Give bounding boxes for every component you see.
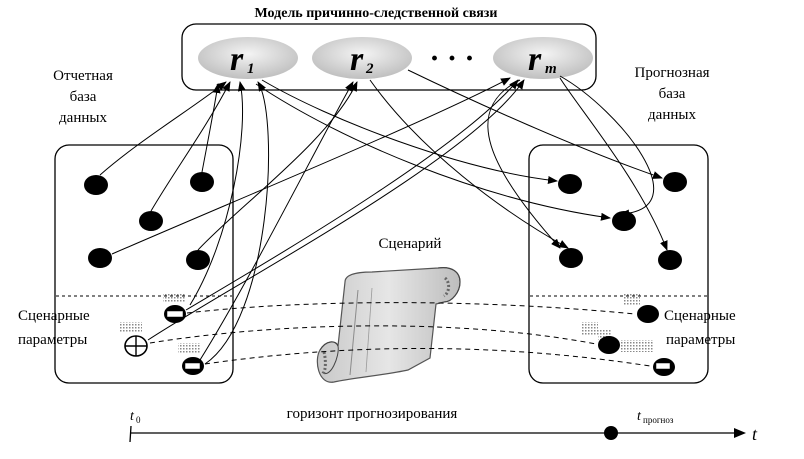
timeline-start-sub: 0 — [136, 415, 141, 425]
forecast-point — [604, 426, 618, 440]
left-db-label: Отчетная база данных — [53, 68, 113, 126]
data-point — [190, 172, 214, 192]
scenario-param-node — [598, 336, 620, 354]
data-point — [658, 250, 682, 270]
svg-text:Прогнозная: Прогнозная — [634, 65, 709, 81]
timeline-forecast-sub: прогноз — [643, 415, 674, 425]
right-scenario-params — [582, 294, 675, 376]
data-point — [88, 248, 112, 268]
timeline-axis-label: t — [752, 424, 758, 444]
svg-text:Сценарные: Сценарные — [664, 308, 736, 324]
scenario-scroll-icon — [316, 267, 461, 383]
data-point — [559, 248, 583, 268]
data-point — [612, 211, 636, 231]
forecast-data-points — [558, 172, 687, 270]
relation-r2-sub: 2 — [365, 61, 374, 77]
diagram-title: Модель причинно-следственной связи — [255, 6, 498, 21]
svg-text:данных: данных — [59, 110, 107, 126]
relation-rm-sub: m — [545, 61, 557, 77]
right-params-label: Сценарные параметры — [664, 308, 736, 348]
svg-text:база: база — [659, 86, 686, 102]
timeline-start-label: t — [130, 409, 135, 424]
forecast-db-box — [528, 144, 709, 384]
relation-r1-sub: 1 — [247, 61, 255, 77]
data-point — [139, 211, 163, 231]
data-point — [558, 174, 582, 194]
svg-text:данных: данных — [648, 107, 696, 123]
relation-rm-letter: r — [528, 41, 542, 78]
reporting-data-points — [84, 172, 214, 270]
svg-text:параметры: параметры — [18, 332, 87, 348]
right-db-label: Прогнозная база данных — [634, 65, 709, 123]
svg-text:Сценарные: Сценарные — [18, 308, 90, 324]
relation-ellipsis: · · · — [429, 42, 474, 75]
svg-text:база: база — [70, 89, 97, 105]
relation-r1-letter: r — [230, 41, 244, 78]
input-arrows — [99, 77, 525, 365]
relation-rm: r m — [493, 37, 593, 79]
timeline-center-label: горизонт прогнозирования — [287, 406, 458, 422]
relation-r1: r 1 — [198, 37, 298, 79]
scenario-label: Сценарий — [379, 236, 442, 252]
timeline: t 0 горизонт прогнозирования t прогноз t — [129, 406, 758, 444]
left-params-label: Сценарные параметры — [18, 308, 90, 348]
data-point — [186, 250, 210, 270]
reporting-db-box — [54, 144, 234, 384]
relation-r2-letter: r — [350, 41, 364, 78]
scenario-param-node — [637, 305, 659, 323]
scenario-trajectories — [149, 302, 651, 367]
data-point — [663, 172, 687, 192]
svg-text:параметры: параметры — [666, 332, 735, 348]
relation-r2: r 2 — [312, 37, 412, 79]
data-point — [84, 175, 108, 195]
output-arrows — [255, 69, 668, 251]
timeline-forecast-label: t — [637, 409, 642, 424]
svg-text:Отчетная: Отчетная — [53, 68, 113, 84]
left-scenario-params — [120, 293, 204, 375]
